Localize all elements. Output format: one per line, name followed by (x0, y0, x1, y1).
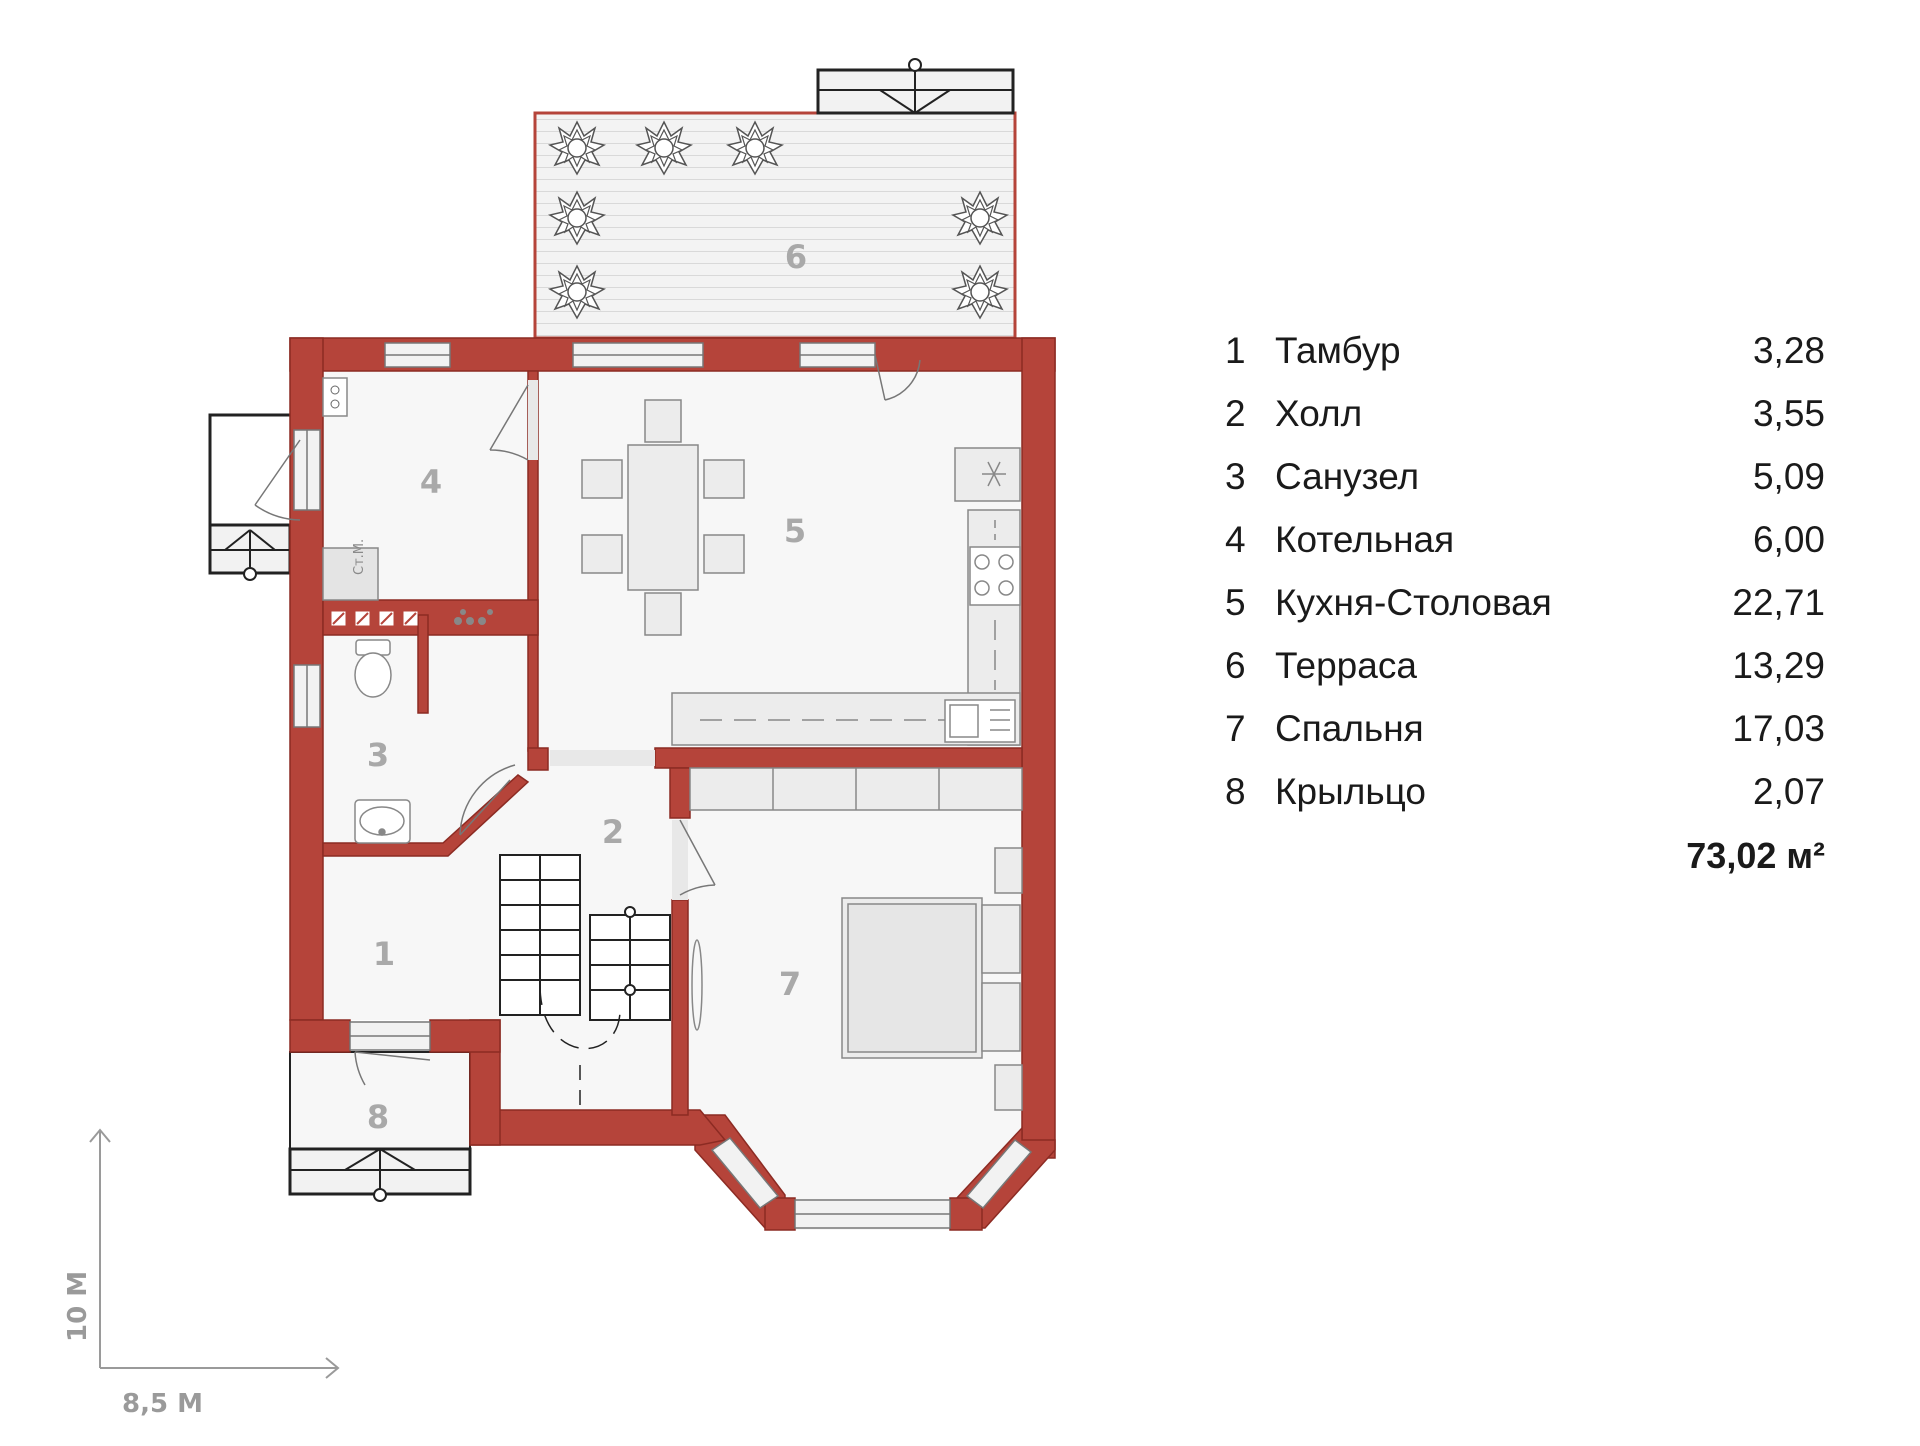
room-label-1: 1 (373, 935, 395, 973)
bathroom-fixtures (354, 639, 411, 844)
legend-room-name: Котельная (1275, 519, 1455, 560)
legend-room-name: Холл (1275, 393, 1363, 434)
legend-room-name: Крыльцо (1275, 771, 1426, 812)
legend-row: 2 Холл 3,55 (1225, 393, 1825, 456)
legend-row: 8 Крыльцо 2,07 (1225, 771, 1825, 834)
legend-room-name: Кухня-Столовая (1275, 582, 1552, 623)
room-label-5: 5 (784, 512, 806, 550)
legend-area: 3,55 (1752, 393, 1825, 434)
kitchen-dining (581, 399, 1021, 746)
room-label-6: 6 (785, 238, 807, 276)
legend-area: 6,00 (1752, 519, 1825, 560)
legend-area: 22,71 (1732, 582, 1825, 623)
legend-room-name: Тамбур (1275, 330, 1401, 371)
legend-num: 5 (1225, 582, 1246, 623)
legend-area: 2,07 (1752, 771, 1825, 812)
legend-num: 8 (1225, 771, 1246, 812)
boiler-room: Ст.М. (322, 377, 493, 626)
dimension-axes (89, 1128, 340, 1379)
legend-num: 2 (1225, 393, 1246, 434)
porch (288, 1051, 472, 1202)
legend-row: 6 Терраса 13,29 (1225, 645, 1825, 708)
legend-row: 4 Котельная 6,00 (1225, 519, 1825, 582)
legend-room-name: Терраса (1275, 645, 1417, 686)
height-dimension-label: 10 М (63, 1271, 93, 1342)
room-labels: 1 2 3 4 5 6 7 8 (367, 238, 807, 1136)
kitchen-details (700, 461, 1006, 721)
terrace (533, 58, 1017, 340)
room-label-7: 7 (779, 965, 801, 1003)
room-label-3: 3 (367, 736, 389, 774)
legend-row: 5 Кухня-Столовая 22,71 (1225, 582, 1825, 645)
room-label-2: 2 (602, 813, 624, 851)
legend-room-name: Санузел (1275, 456, 1420, 497)
legend-num: 1 (1225, 330, 1246, 371)
legend-area: 17,03 (1732, 708, 1825, 749)
windows (293, 342, 1033, 1229)
boiler-label: Ст.М. (352, 539, 367, 575)
legend-num: 4 (1225, 519, 1246, 560)
legend-row: 1 Тамбур 3,28 (1225, 330, 1825, 393)
legend-row: 7 Спальня 17,03 (1225, 708, 1825, 771)
legend-room-name: Спальня (1275, 708, 1424, 749)
room-label-4: 4 (420, 463, 442, 501)
total-area: 73,02 м² (1686, 835, 1825, 876)
legend-area: 5,09 (1752, 456, 1825, 497)
legend-num: 6 (1225, 645, 1246, 686)
legend-area: 3,28 (1752, 330, 1825, 371)
legend-num: 7 (1225, 708, 1246, 749)
stair-arcs (539, 984, 621, 1105)
width-dimension-label: 8,5 М (122, 1389, 203, 1419)
room-label-8: 8 (367, 1098, 389, 1136)
legend-area: 13,29 (1732, 645, 1825, 686)
legend-num: 3 (1225, 456, 1246, 497)
doors (254, 354, 921, 1086)
room-legend: 1 Тамбур 3,28 2 Холл 3,55 3 Санузел 5,09 4 Коте… (1225, 330, 1825, 876)
side-porch (208, 413, 292, 581)
bedroom-furniture (689, 767, 1023, 1111)
legend-row: 3 Санузел 5,09 (1225, 456, 1825, 519)
